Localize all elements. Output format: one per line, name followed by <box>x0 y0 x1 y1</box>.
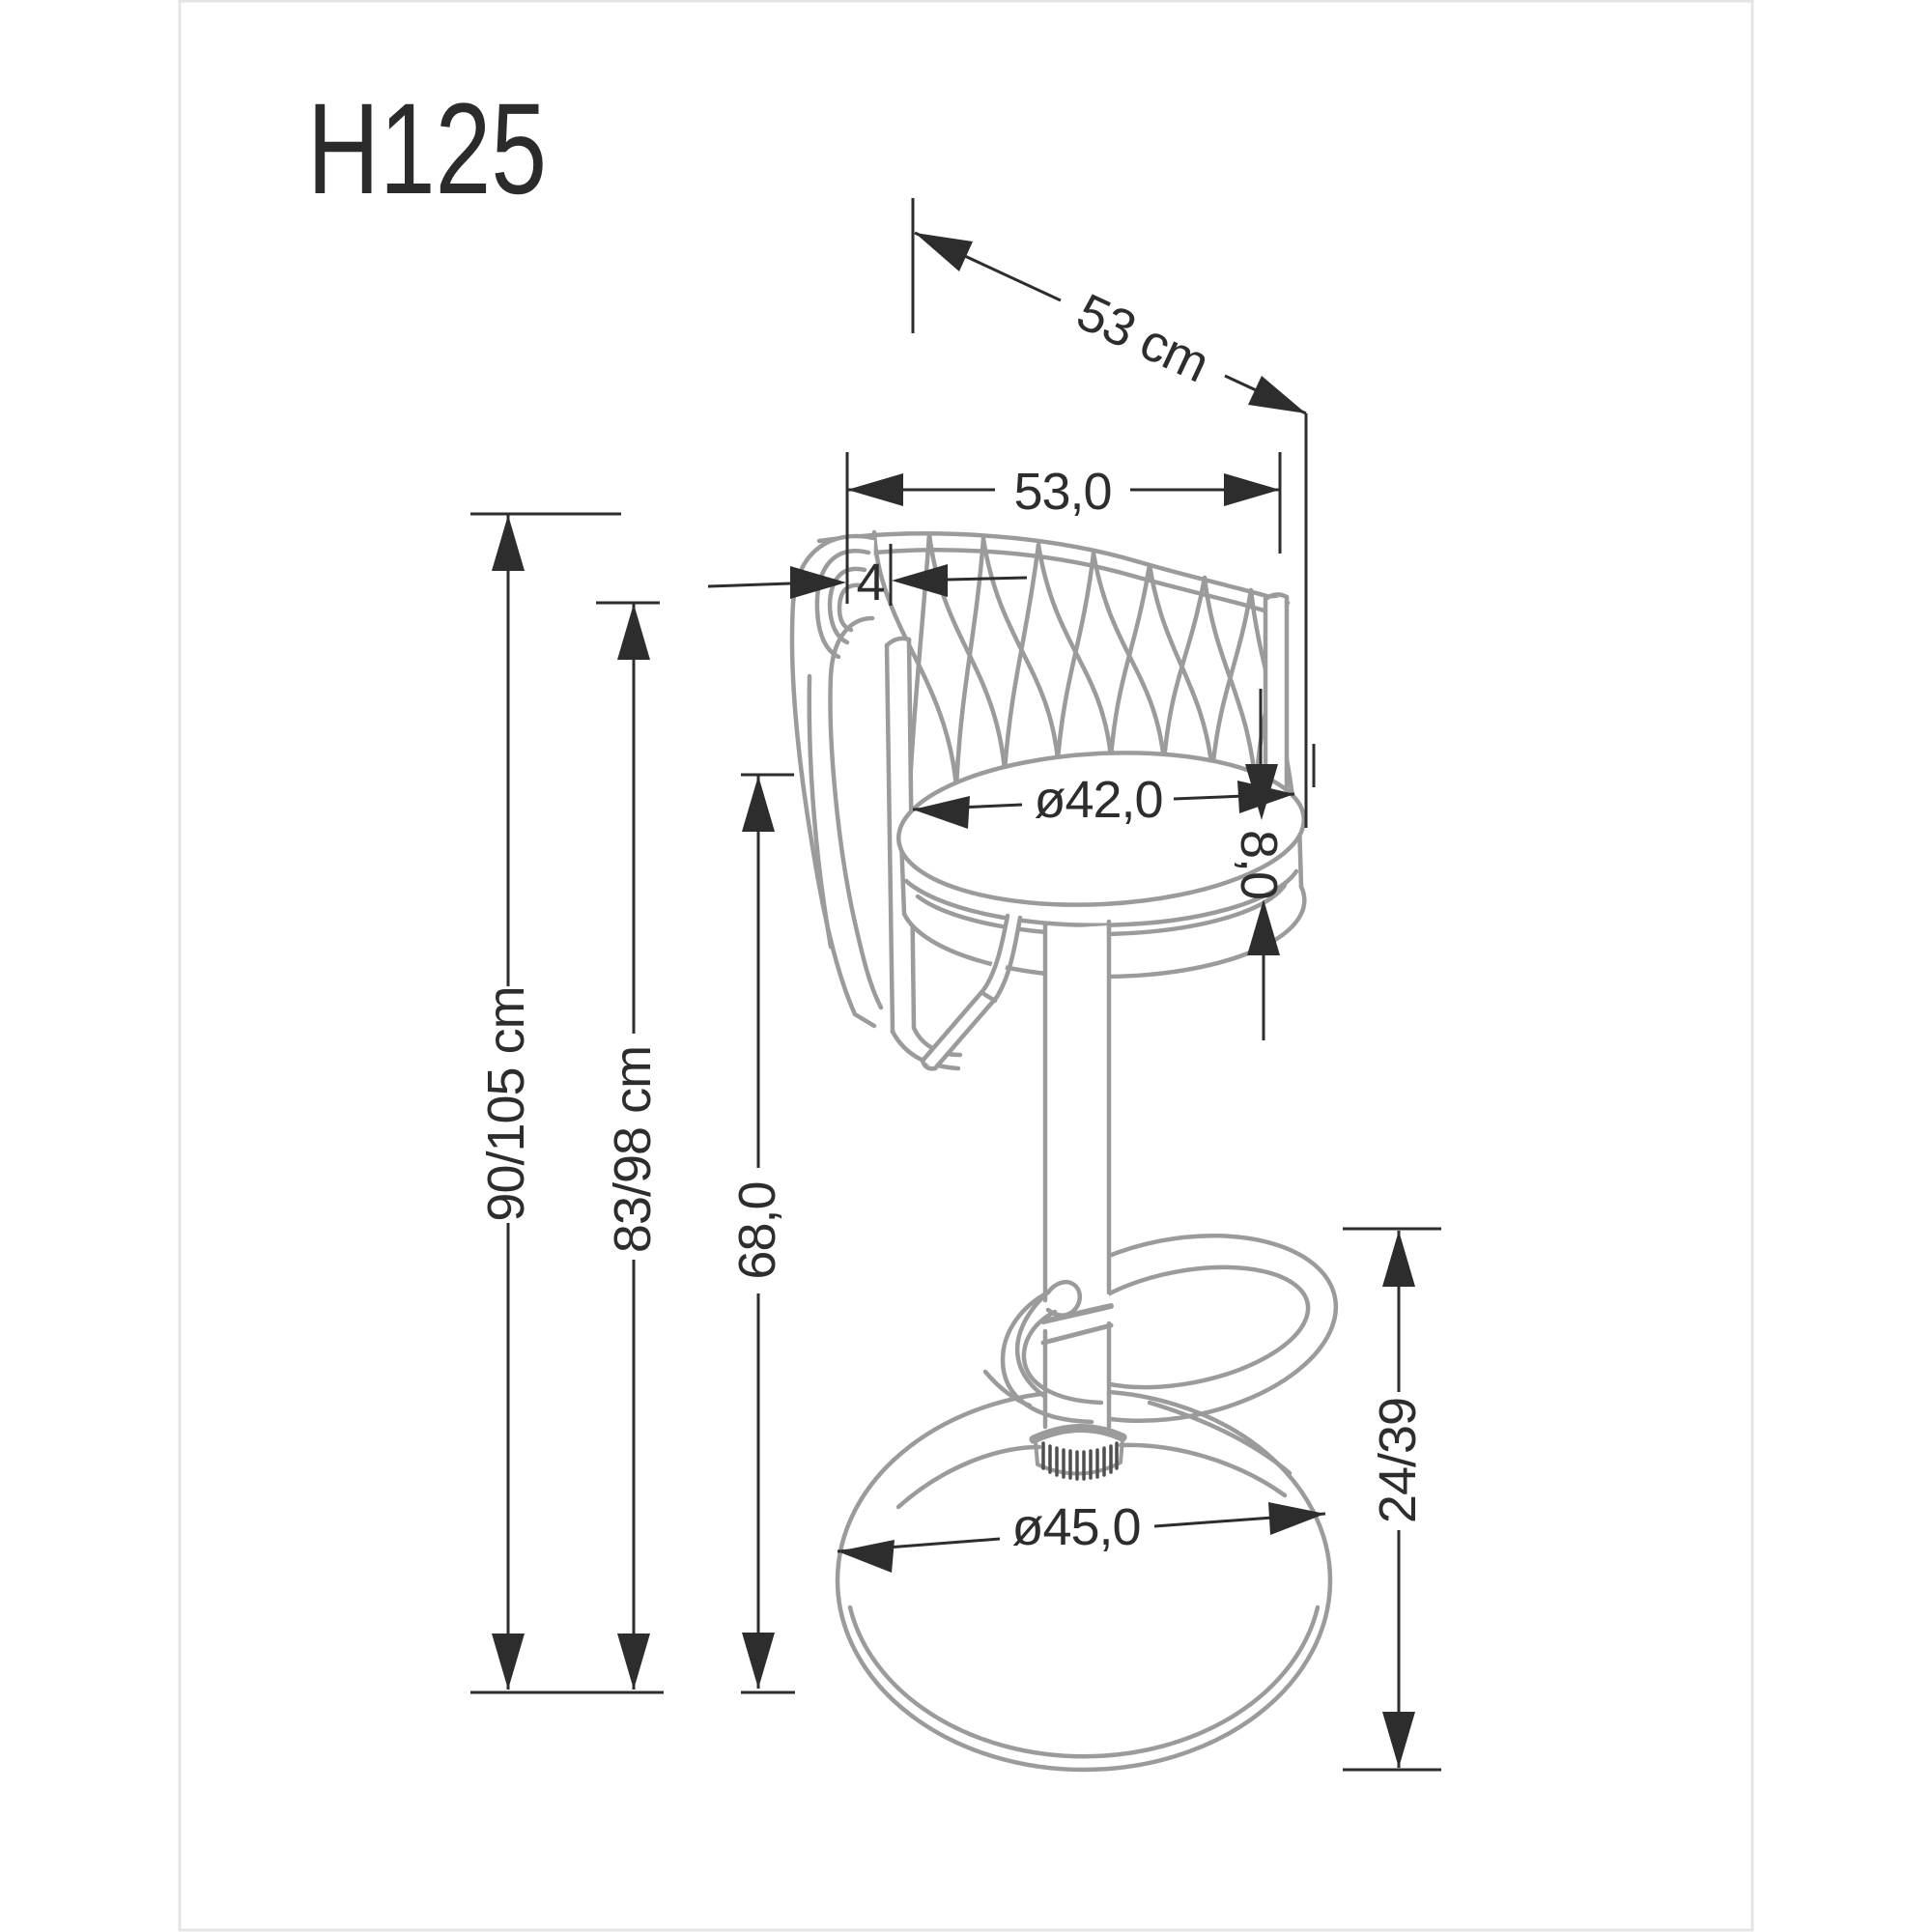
dim-seat-underside-height: 68,0 <box>728 773 794 1689</box>
dim-seat-thickness: 8,0 <box>1230 689 1288 1040</box>
gas-lift-lever <box>920 913 1023 1071</box>
dim-label-seat-underside-height: 68,0 <box>728 1181 786 1279</box>
dim-label-frame-thickness: 4 <box>856 554 884 611</box>
column-fill <box>1045 925 1109 1427</box>
dim-label-base-diameter: ø45,0 <box>1011 1498 1140 1556</box>
image-frame <box>178 0 1754 1932</box>
dim-label-backrest-height: 83/98 cm <box>604 1046 662 1253</box>
dim-overall-width: 53,0 <box>845 452 1282 604</box>
stool-illustration <box>789 529 1339 1773</box>
backrest-left-roll-fill <box>791 536 881 1026</box>
backrest-top-rail <box>816 531 1291 619</box>
footrest-wrap <box>1000 1280 1114 1425</box>
dim-footrest-height: 24/39 <box>1343 1227 1441 1772</box>
dim-label-footrest-height: 24/39 <box>1369 1398 1427 1523</box>
dim-seat-diameter: ø42,0 <box>912 744 1316 829</box>
lever-fill <box>923 916 1020 1068</box>
base <box>835 1369 1333 1773</box>
dim-label-total-height: 90/105 cm <box>477 986 535 1221</box>
column-collar <box>1029 1424 1127 1481</box>
pedestal-column <box>1042 919 1112 1430</box>
base-fill <box>838 1391 1330 1770</box>
dim-label-seat-thickness: 8,0 <box>1230 830 1288 899</box>
dim-label-overall-width: 53,0 <box>1013 463 1111 521</box>
dim-total-height: 90/105 cm <box>470 512 621 1690</box>
dim-base-diameter: ø45,0 <box>837 1498 1326 1573</box>
dim-backrest-height: 83/98 cm <box>596 601 662 1690</box>
product-model-title: H125 <box>307 77 547 221</box>
dim-frame-thickness: 4 <box>707 544 1028 611</box>
dim-label-seat-diameter: ø42,0 <box>1034 771 1162 829</box>
dim-label-depth: 53 cm <box>1068 283 1217 393</box>
